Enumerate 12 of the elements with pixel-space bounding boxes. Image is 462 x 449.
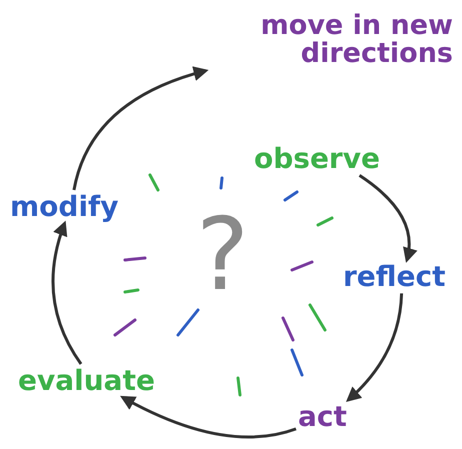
step-label: evaluate [18,366,155,396]
question-mark: ? [196,205,250,305]
step-label: modify [10,192,118,222]
curved-arrow [346,293,404,402]
step-label: reflect [343,262,446,292]
curved-arrow [358,174,417,263]
curved-arrow [52,220,82,365]
step-label: move in new directions [260,12,453,69]
curved-arrow [72,66,209,190]
step-label: act [298,402,347,432]
curved-arrow [120,396,296,438]
step-label: observe [254,144,380,174]
